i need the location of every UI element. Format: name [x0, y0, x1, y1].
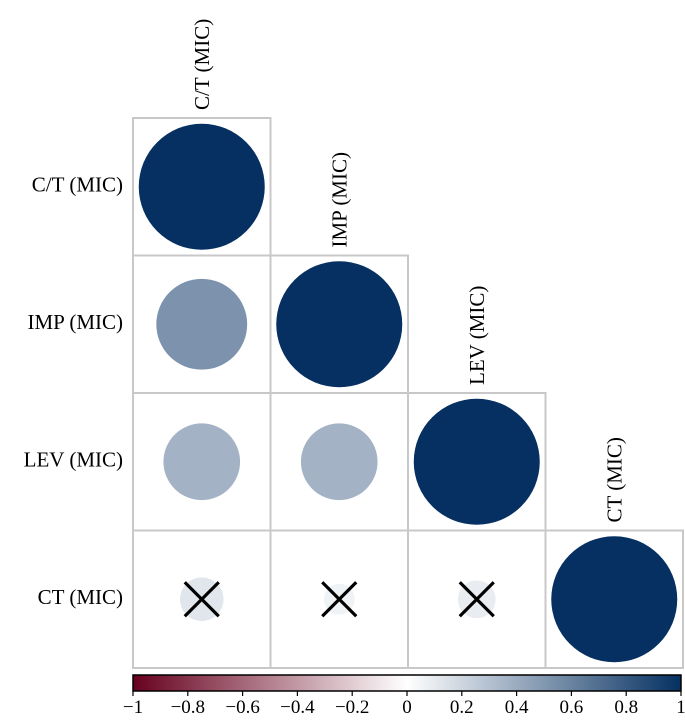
insignificant-cross-line [321, 581, 358, 618]
column-label: CT (MIC) [602, 437, 626, 522]
correlation-circle [138, 123, 265, 250]
colorbar-tick-label: −0.4 [280, 697, 315, 718]
correlation-circle [276, 261, 403, 388]
matrix-cell [544, 529, 684, 669]
labels-layer: C/T (MIC) IMP (MIC) LEV (MIC) CT (MIC) C/T (… [24, 19, 627, 609]
row-label: LEV (MIC) [24, 448, 123, 472]
insignificant-cross-line [183, 581, 220, 618]
colorbar-tick-label: 0 [402, 697, 412, 718]
row-label: CT (MIC) [38, 585, 123, 609]
colorbar-gradient [133, 675, 681, 691]
colorbar-tick-label: −0.8 [171, 697, 205, 718]
colorbar-tick-label: 1 [676, 697, 685, 718]
column-label: IMP (MIC) [327, 152, 351, 247]
colorbar-tick-label: −1 [123, 697, 143, 718]
column-label: C/T (MIC) [190, 19, 214, 110]
insignificant-cross-line [458, 581, 495, 618]
correlation-circle [551, 536, 678, 663]
row-label: C/T (MIC) [32, 173, 123, 197]
colorbar-tick-label: 0.2 [450, 697, 474, 718]
colorbar-tick-label: 0.8 [614, 697, 638, 718]
colorbar-tick-label: 0.6 [560, 697, 584, 718]
correlation-circle [413, 398, 540, 525]
colorbar-tick-label: −0.2 [335, 697, 369, 718]
row-label: IMP (MIC) [28, 310, 123, 334]
correlation-circle [163, 423, 241, 501]
cells-layer [132, 117, 684, 669]
colorbar-tick-label: −0.6 [225, 697, 259, 718]
colorbar-tick-label: 0.4 [505, 697, 529, 718]
column-label: LEV (MIC) [465, 286, 489, 385]
correlation-circle [156, 278, 248, 370]
colorbar: −1 −0.8 −0.6 −0.4 −0.2 0 0.2 0.4 0.6 0.8 1 [123, 674, 685, 718]
correlation-circle [300, 423, 378, 501]
